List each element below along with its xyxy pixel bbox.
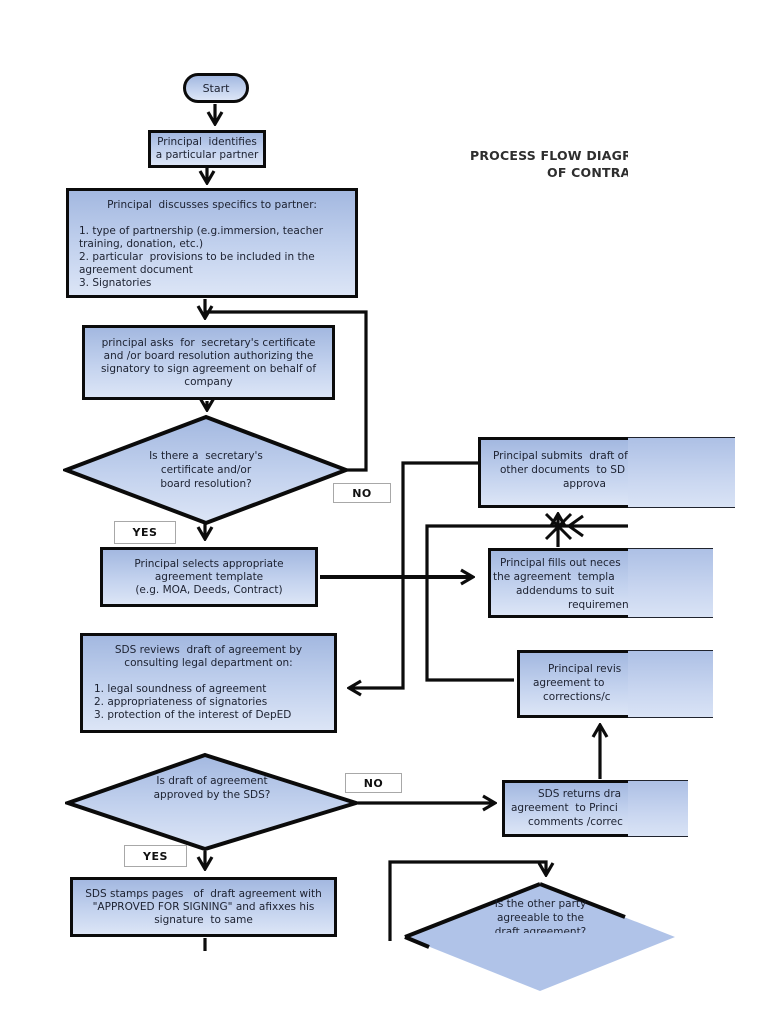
fill-template-box-extension <box>628 548 713 618</box>
no-label-1: NO <box>333 483 391 503</box>
ask-certificate-box: principal asks for secretary's certifica… <box>82 325 335 400</box>
reviews-item2: 2. appropriateness of signatories <box>94 696 268 708</box>
discuss-specifics-box: Principal discusses specifics to partner… <box>66 188 358 298</box>
sds-reviews-box: SDS reviews draft of agreement by consul… <box>80 633 337 733</box>
stamps-line2: "APPROVED FOR SIGNING" and afixxes his <box>92 900 315 913</box>
asks-line4: company <box>184 375 233 388</box>
yes-text-2: YES <box>143 849 168 863</box>
reviews-heading2: consulting legal department on: <box>124 657 293 669</box>
fills-line4: requiremen <box>568 599 628 611</box>
discuss-item4: agreement document <box>79 264 193 276</box>
fill-template-box: Principal fills out neces the agreement … <box>488 548 628 618</box>
submit-draft-box-extension <box>628 437 735 508</box>
discuss-item2: training, donation, etc.) <box>79 238 204 250</box>
identify-line1: Principal identifies <box>157 136 257 148</box>
reviews-item1: 1. legal soundness of agreement <box>94 683 267 695</box>
revise-agreement-box-extension <box>628 650 713 718</box>
d1-line3: board resolution? <box>160 478 252 490</box>
returns-line3: comments /correc <box>528 816 623 828</box>
d3-line3-clipped: draft agreement? <box>494 926 587 933</box>
reviews-heading1: SDS reviews draft of agreement by <box>114 644 303 656</box>
submits-line1: Principal submits draft of <box>493 450 628 462</box>
sds-returns-box-extension <box>628 780 688 837</box>
stamps-line1: SDS stamps pages of draft agreement with <box>85 887 322 900</box>
start-label: Start <box>202 81 230 95</box>
d2-line1: Is draft of agreement <box>156 775 268 787</box>
page-title: PROCESS FLOW DIAGR OF CONTRA <box>430 147 628 185</box>
asks-line3: signatory to sign agreement on behalf of <box>100 362 317 375</box>
submit-draft-box: Principal submits draft of other documen… <box>478 437 628 508</box>
sds-stamps-box: SDS stamps pages of draft agreement with… <box>70 877 337 937</box>
revises-line2: agreement to <box>533 677 605 689</box>
left-arrowhead-junction <box>566 514 584 538</box>
asks-line2: and /or board resolution authorizing the <box>103 349 314 362</box>
asks-line1: principal asks for secretary's certifica… <box>101 336 316 349</box>
stamps-line3: signature to same <box>154 913 253 926</box>
returns-line1: SDS returns dra <box>538 788 622 800</box>
fills-line1: Principal fills out neces <box>500 557 621 569</box>
select-line2: agreement template <box>154 570 264 583</box>
page-title-line2: OF CONTRA <box>547 165 628 180</box>
yes-text-1: YES <box>132 526 158 539</box>
diamond2-shape <box>65 752 359 852</box>
certificate-decision-diamond: Is there a secretary's certificate and/o… <box>63 414 349 526</box>
d3-line1: Is the other party <box>494 898 587 910</box>
identify-line2: a particular partner <box>155 149 259 161</box>
revise-agreement-box: Principal revis agreement to corrections… <box>517 650 628 718</box>
fills-line2: the agreement templa <box>493 571 615 583</box>
fills-line3: addendums to suit <box>516 585 615 597</box>
discuss-item3: 2. particular provisions to be included … <box>79 251 315 263</box>
spacer <box>69 212 355 225</box>
start-node: Start <box>183 73 249 103</box>
revises-line1: Principal revis <box>548 663 622 675</box>
junction-cross-2 <box>544 512 573 541</box>
approval-decision-diamond: Is draft of agreement approved by the SD… <box>65 752 359 852</box>
revises-line3: corrections/c <box>543 691 611 703</box>
sds-returns-box: SDS returns dra agreement to Princi comm… <box>502 780 628 837</box>
no-text-2: NO <box>363 776 384 790</box>
no-label-2: NO <box>345 773 402 793</box>
reviews-item3: 3. protection of the interest of DepED <box>94 709 292 721</box>
select-template-box: Principal selects appropriate agreement … <box>100 547 318 607</box>
d3-line2: agreeable to the <box>496 912 585 924</box>
discuss-item5: 3. Signatories <box>79 277 152 289</box>
identify-partner-box: Principal identifies a particular partne… <box>148 130 266 168</box>
junction-cross-1 <box>544 512 573 541</box>
returns-line2: agreement to Princi <box>511 802 618 814</box>
submits-line2: other documents to SD <box>500 464 626 476</box>
d1-line2: certificate and/or <box>160 464 252 476</box>
d2-line2: approved by the SDS? <box>153 789 271 801</box>
spacer <box>83 670 334 683</box>
no-text-1: NO <box>352 486 372 500</box>
select-line1: Principal selects appropriate <box>134 557 284 570</box>
discuss-heading: Principal discusses specifics to partner… <box>107 199 317 211</box>
d1-line1: Is there a secretary's <box>149 450 263 462</box>
discuss-item1: 1. type of partnership (e.g.immersion, t… <box>79 225 324 237</box>
select-line3: (e.g. MOA, Deeds, Contract) <box>135 583 283 596</box>
page-title-line1: PROCESS FLOW DIAGR <box>470 148 628 163</box>
other-party-decision-diamond: Is the other party agreeable to the draf… <box>403 880 678 994</box>
yes-label-2: YES <box>124 845 187 867</box>
yes-label-1: YES <box>114 521 176 544</box>
submits-line3: approva <box>563 478 606 490</box>
